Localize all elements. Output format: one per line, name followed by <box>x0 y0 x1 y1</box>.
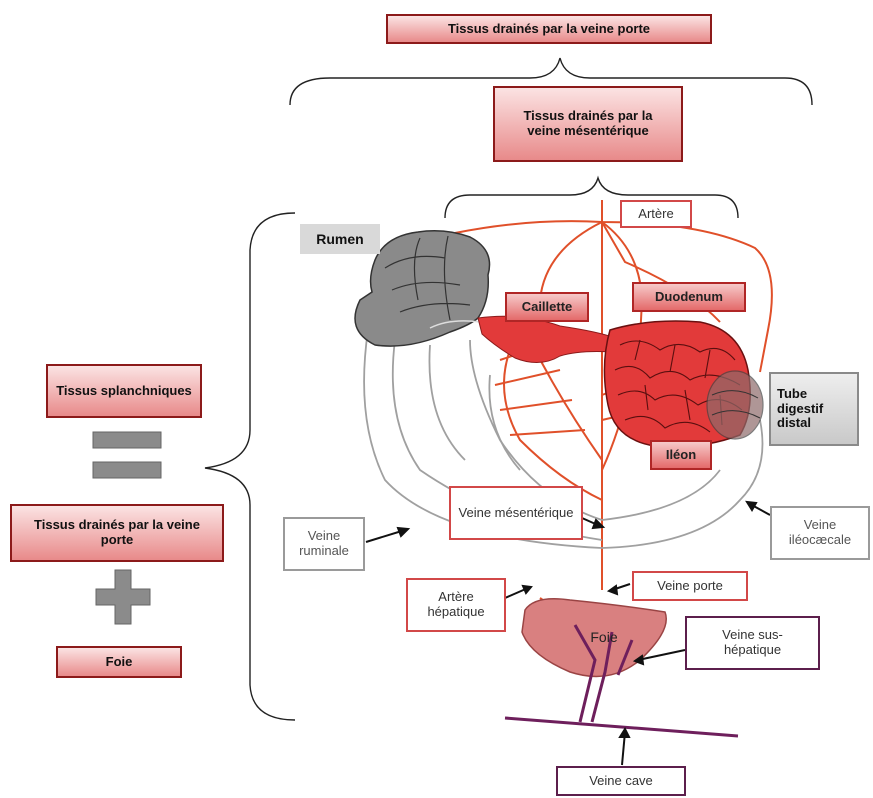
label-artere: Artère <box>620 200 692 228</box>
label-veine-cave: Veine cave <box>556 766 686 796</box>
label-ileon: Iléon <box>650 440 712 470</box>
rumen-organ <box>354 230 491 347</box>
top-brace <box>289 57 813 106</box>
label-veine-ruminale: Veine ruminale <box>283 517 365 571</box>
label-tube-digestif-distal: Tube digestif distal <box>769 372 859 446</box>
label-veine-ileocaecale: Veine iléocæcale <box>770 506 870 560</box>
plus-sign <box>95 569 151 625</box>
liver-organ <box>521 598 667 678</box>
pointer-arrows <box>365 500 771 766</box>
label-tissus-veine-porte-top: Tissus drainés par la veine porte <box>386 14 712 44</box>
hepatic-veins <box>504 624 739 738</box>
mesenteric-brace <box>444 175 739 219</box>
label-caillette: Caillette <box>505 292 589 322</box>
label-tissus-veine-mesenterique: Tissus drainés par la veine mésentérique <box>493 86 683 162</box>
label-veine-sus-hepatique: Veine sus-hépatique <box>685 616 820 670</box>
label-tissus-splanchniques: Tissus splanchniques <box>46 364 202 418</box>
distal-tube-organ <box>706 370 764 440</box>
label-artere-hepatique: Artère hépatique <box>406 578 506 632</box>
equals-bar-top <box>92 431 162 449</box>
label-tissus-veine-porte-equation: Tissus drainés par la veine porte <box>10 504 224 562</box>
splanchnic-brace <box>204 212 296 721</box>
label-veine-porte: Veine porte <box>632 571 748 601</box>
label-foie-organ: Foie <box>590 628 618 645</box>
label-rumen: Rumen <box>300 224 380 254</box>
label-foie-equation: Foie <box>56 646 182 678</box>
equals-bar-bottom <box>92 461 162 479</box>
label-duodenum: Duodenum <box>632 282 746 312</box>
label-veine-mesenterique: Veine mésentérique <box>449 486 583 540</box>
caillette-organ <box>477 315 616 363</box>
